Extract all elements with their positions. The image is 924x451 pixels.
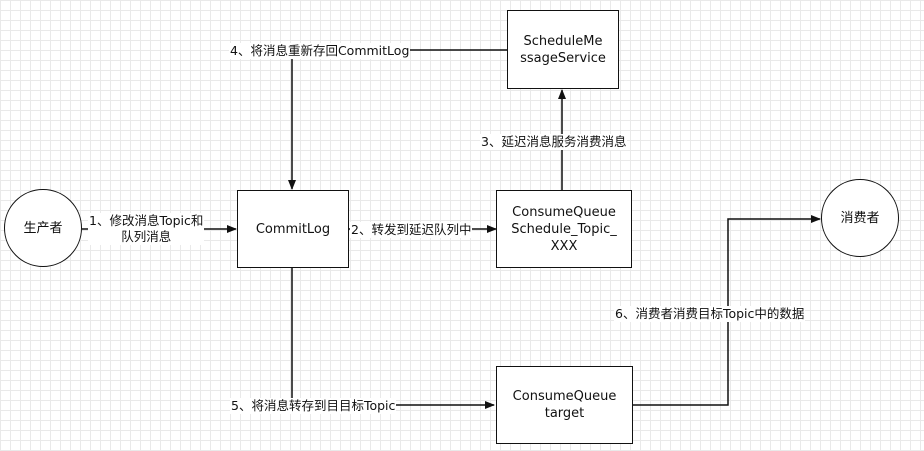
consumer-label: 消费者 <box>840 210 880 226</box>
edge-label-step1: 1、修改消息Topic和 队列消息 <box>88 213 205 245</box>
edge-label-step4: 4、将消息重新存回CommitLog <box>229 43 411 59</box>
edge-label-step6: 6、消费者消费目标Topic中的数据 <box>614 306 806 322</box>
consumer-node[interactable]: 消费者 <box>821 179 899 257</box>
schedule-consume-queue-node[interactable]: ConsumeQueue Schedule_Topic_ XXX <box>496 190 632 268</box>
schedule-message-service-node[interactable]: ScheduleMe ssageService <box>507 10 619 89</box>
edge-label-step2: 2、转发到延迟队列中 <box>350 222 473 238</box>
commitlog-label: CommitLog <box>255 221 331 237</box>
target-consume-queue-label: ConsumeQueue target <box>512 389 617 421</box>
commitlog-node[interactable]: CommitLog <box>237 190 349 268</box>
edge-label-step3: 3、延迟消息服务消费消息 <box>480 134 628 150</box>
schedule-message-service-label: ScheduleMe ssageService <box>520 33 606 66</box>
schedule-consume-queue-label: ConsumeQueue Schedule_Topic_ XXX <box>511 204 617 254</box>
target-consume-queue-node[interactable]: ConsumeQueue target <box>496 366 633 444</box>
edge-commitlog-to-target-queue <box>291 268 495 409</box>
edge-service-to-commitlog <box>288 49 507 190</box>
edge-label-step5: 5、将消息转存到目目标Topic <box>230 398 397 414</box>
producer-node[interactable]: 生产者 <box>4 189 82 267</box>
producer-label: 生产者 <box>23 220 63 236</box>
